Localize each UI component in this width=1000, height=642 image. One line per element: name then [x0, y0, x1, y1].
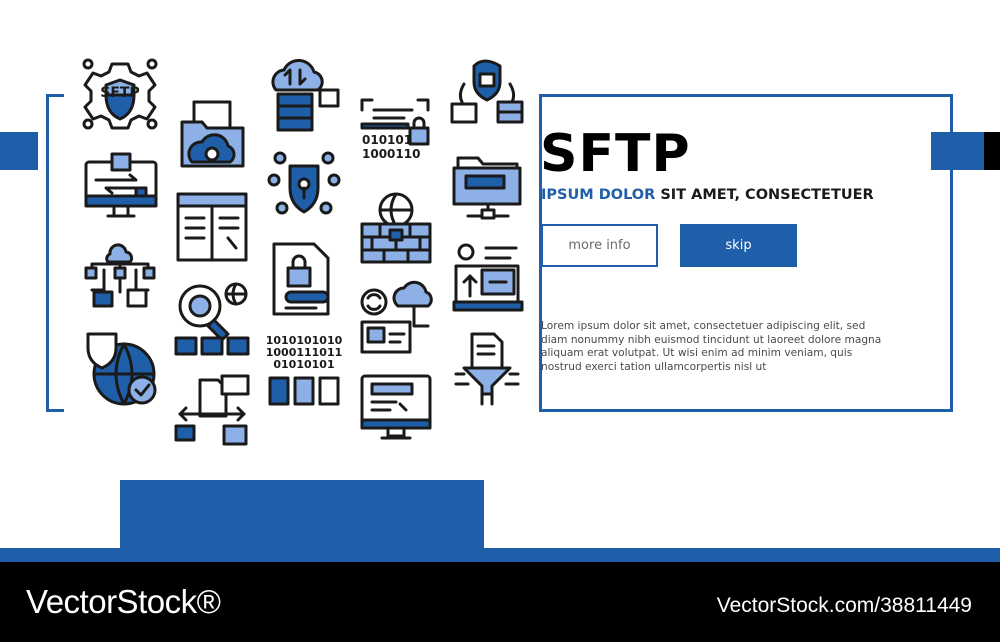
binary-code-lock-icon: 010101 1000110 [360, 98, 430, 172]
network-hierarchy-icon [82, 240, 158, 314]
description-text: Lorem ipsum dolor sit amet, consectetuer… [541, 320, 882, 373]
file-filter-icon [454, 332, 520, 408]
security-bugs-icon [267, 148, 341, 222]
sftp-gear-icon: SFTP [82, 58, 158, 132]
search-network-icon [174, 282, 250, 356]
right-blue-tab [931, 132, 984, 170]
secure-globe-icon [86, 332, 162, 410]
subtitle: IPSUM DOLOR SIT AMET, CONSECTETUER [541, 187, 874, 203]
cloud-server-icon [268, 58, 340, 132]
document-transfer-icon [174, 374, 250, 448]
page-title: SFTP [540, 124, 691, 184]
image-id: VectorStock.com/38811449 [716, 594, 972, 617]
bottom-blue-block [120, 480, 484, 550]
binary-files-icon: 1010101010 1000111011 01010101 [266, 334, 343, 408]
monitor-transfer-icon [84, 152, 158, 220]
firewall-globe-icon [360, 192, 432, 266]
file-documents-icon [176, 192, 248, 262]
binary-block-2: 1000111011 [266, 346, 343, 359]
binary-line-2: 1000110 [362, 147, 420, 161]
subtitle-highlight: IPSUM DOLOR [541, 187, 656, 203]
left-blue-tab [0, 132, 38, 170]
folder-settings-icon [180, 100, 246, 170]
binary-block-3: 01010101 [273, 358, 334, 371]
sftp-gear-text: SFTP [100, 85, 139, 101]
banner-frame [539, 94, 953, 412]
shield-connection-icon [450, 54, 524, 128]
skip-button[interactable]: skip [680, 224, 797, 267]
secure-document-icon [272, 242, 332, 316]
footer-bar [0, 562, 1000, 642]
laptop-upload-icon [452, 240, 524, 314]
binary-line-1: 010101 [362, 133, 412, 147]
left-frame [46, 94, 64, 412]
binary-block-1: 1010101010 [266, 334, 343, 347]
vectorstock-logo: VectorStock® [26, 583, 221, 620]
right-black-tab [984, 132, 1000, 170]
code-monitor-icon [360, 374, 432, 444]
network-folder-icon [452, 148, 524, 222]
sync-lock-cloud-icon [358, 280, 434, 358]
more-info-button[interactable]: more info [541, 224, 658, 267]
subtitle-rest: SIT AMET, CONSECTETUER [655, 187, 874, 203]
bottom-blue-stripe [0, 548, 1000, 562]
